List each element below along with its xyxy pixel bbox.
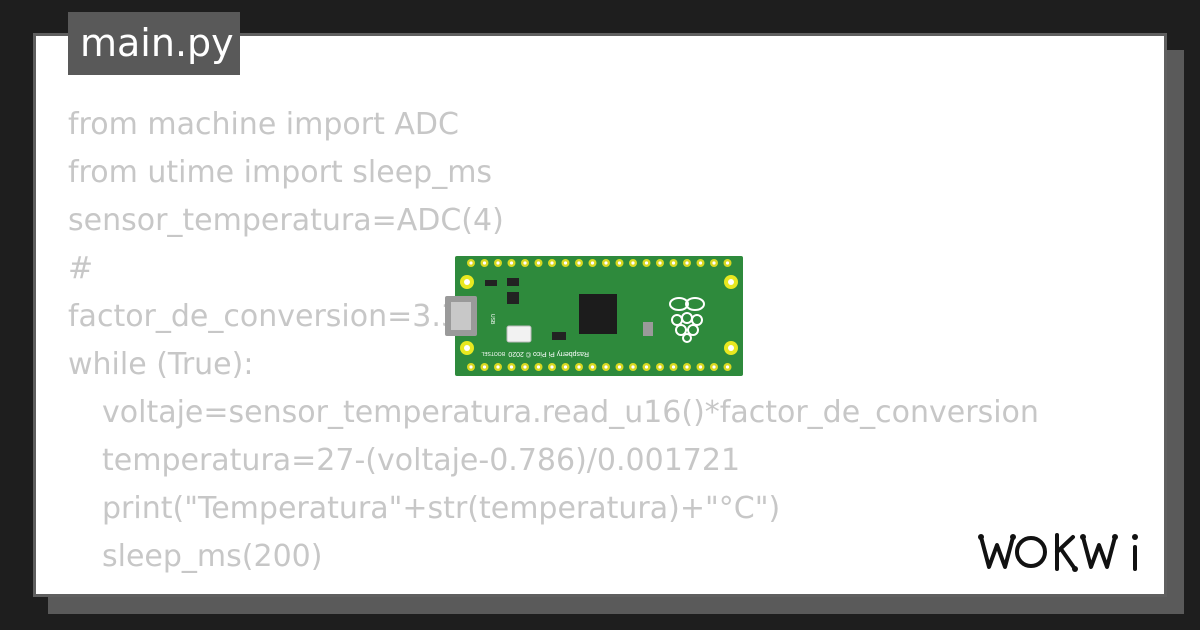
pin-hole <box>536 365 541 369</box>
pin-hole <box>550 261 554 265</box>
component <box>507 278 519 286</box>
code-line: while (True): <box>68 347 254 382</box>
raspberry-pi-logo-icon <box>669 297 705 343</box>
pin-hole <box>590 365 595 369</box>
code-line: temperatura=27-(voltaje-0.786)/0.001721 <box>102 443 741 478</box>
pin-hole <box>563 261 568 265</box>
pin-hole <box>685 261 689 265</box>
pin-hole <box>712 365 716 369</box>
pin-hole <box>671 261 676 265</box>
component <box>552 332 566 340</box>
pin-hole <box>577 365 581 369</box>
pin-hole <box>725 365 730 369</box>
component <box>507 292 519 304</box>
component <box>643 322 653 336</box>
pin-hole <box>469 261 473 265</box>
top-pin-row <box>467 259 732 267</box>
rp2040-chip <box>579 294 617 334</box>
pin-hole <box>631 365 635 369</box>
wokwi-logo <box>978 533 1138 572</box>
pin-hole <box>496 261 500 265</box>
code-line: # <box>68 251 94 286</box>
pin-hole <box>577 261 581 265</box>
pin-hole <box>617 365 622 369</box>
pin-hole <box>698 261 703 265</box>
pin-hole <box>604 365 608 369</box>
pin-hole <box>523 261 527 265</box>
board-silkscreen: Raspberry Pi Pico © 2020 <box>508 350 589 358</box>
pin-hole <box>509 365 514 369</box>
pin-hole <box>644 261 649 265</box>
code-editor[interactable]: from machine import ADC from utime impor… <box>68 101 1039 581</box>
pin-hole <box>550 365 554 369</box>
pin-hole <box>604 261 608 265</box>
pin-hole <box>685 365 689 369</box>
component <box>485 280 497 286</box>
code-line: print("Temperatura"+str(temperatura)+"°C… <box>102 491 781 526</box>
file-tab-main-py[interactable]: main.py <box>68 12 240 75</box>
pin-hole <box>617 261 622 265</box>
pin-hole <box>644 365 649 369</box>
code-line: from utime import sleep_ms <box>68 155 493 190</box>
code-line: voltaje=sensor_temperatura.read_u16()*fa… <box>102 395 1039 430</box>
usb-label: USB <box>489 314 495 325</box>
pin-hole <box>523 365 527 369</box>
pin-hole <box>725 261 730 265</box>
pin-hole <box>658 261 662 265</box>
code-line: from machine import ADC <box>68 107 459 142</box>
pin-hole <box>482 261 487 265</box>
pin-hole <box>469 365 473 369</box>
pin-hole <box>712 261 716 265</box>
bottom-pin-row <box>467 363 732 371</box>
pin-hole <box>563 365 568 369</box>
raspberry-pi-pico-board[interactable]: Raspberry Pi Pico © 2020 BOOTSEL USB <box>445 254 745 379</box>
code-line: sensor_temperatura=ADC(4) <box>68 203 504 238</box>
bootsel-label: BOOTSEL <box>481 350 505 356</box>
pin-hole <box>631 261 635 265</box>
pin-hole <box>536 261 541 265</box>
pin-hole <box>496 365 500 369</box>
pin-hole <box>698 365 703 369</box>
code-line: sleep_ms(200) <box>102 539 323 574</box>
pin-hole <box>482 365 487 369</box>
bootsel-button[interactable] <box>506 325 532 343</box>
pin-hole <box>671 365 676 369</box>
pin-hole <box>509 261 514 265</box>
pin-hole <box>658 365 662 369</box>
file-tab-label: main.py <box>80 21 234 65</box>
pin-hole <box>590 261 595 265</box>
code-line: factor_de_conversion=3.3 <box>68 299 460 334</box>
